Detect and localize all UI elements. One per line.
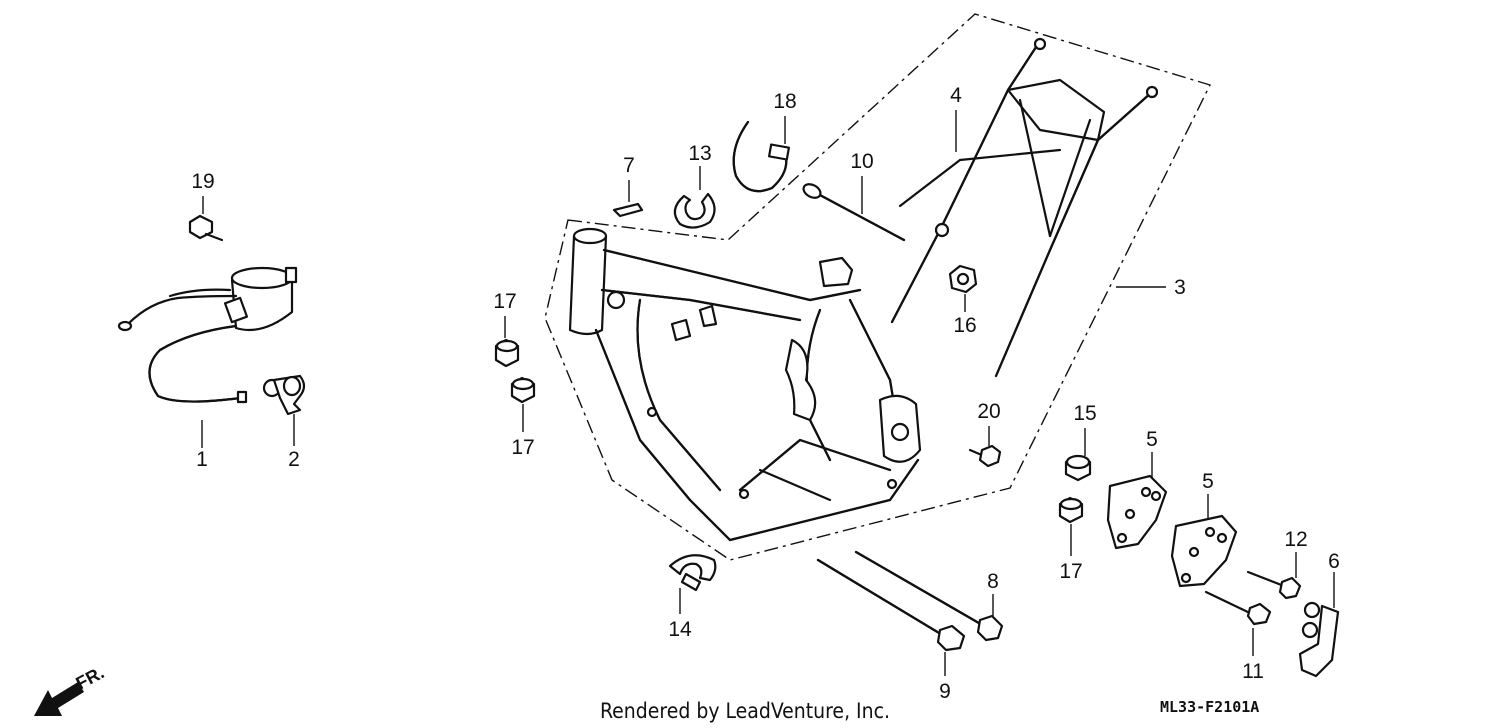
callout-9: 9 <box>939 680 951 703</box>
callout-1: 1 <box>196 448 208 471</box>
spark-plug-cap[interactable] <box>262 374 306 416</box>
bolt-8[interactable] <box>854 550 1004 642</box>
callout-18: 18 <box>773 90 796 113</box>
callout-6: 6 <box>1328 550 1340 573</box>
callout-4: 4 <box>950 84 962 107</box>
callout-7: 7 <box>623 154 635 177</box>
callout-17-lower: 17 <box>511 436 534 459</box>
leader-lines <box>201 110 1335 676</box>
arm-6[interactable] <box>1298 601 1340 678</box>
rendered-by-credit: Rendered by LeadVenture, Inc. <box>600 699 890 723</box>
ignition-coil[interactable] <box>117 266 298 404</box>
callout-20: 20 <box>977 400 1000 423</box>
callout-10: 10 <box>850 150 873 173</box>
assembly-boundary <box>544 13 1211 561</box>
callout-15: 15 <box>1073 402 1096 425</box>
callout-17-right: 17 <box>1059 560 1082 583</box>
callout-13: 13 <box>688 142 711 165</box>
sub-frame-4[interactable] <box>890 37 1159 378</box>
collar-17-upper[interactable] <box>494 338 520 368</box>
bolt-10[interactable] <box>801 181 906 242</box>
main-frame-3[interactable] <box>568 227 922 542</box>
callout-3: 3 <box>1174 276 1186 299</box>
collar-17-lower[interactable] <box>510 376 536 404</box>
band-18[interactable] <box>732 120 791 193</box>
callout-14: 14 <box>668 618 692 641</box>
collar-17-right[interactable] <box>1058 496 1084 524</box>
callout-12: 12 <box>1284 528 1307 551</box>
bolt-20[interactable] <box>968 444 1002 468</box>
callout-16: 16 <box>953 314 976 337</box>
callout-8: 8 <box>987 570 999 593</box>
callout-19: 19 <box>191 170 214 193</box>
callout-11: 11 <box>1242 660 1264 683</box>
callout-17-upper: 17 <box>493 290 516 313</box>
front-arrow-icon <box>34 682 84 716</box>
clamp-14[interactable] <box>668 554 717 592</box>
bolt-19[interactable] <box>188 214 224 242</box>
bolt-12[interactable] <box>1246 570 1302 600</box>
collar-15[interactable] <box>1064 454 1092 482</box>
callout-5-right: 5 <box>1202 470 1214 493</box>
bolt-11[interactable] <box>1204 590 1272 626</box>
nut-16[interactable] <box>948 264 978 294</box>
clamp-13[interactable] <box>673 192 716 229</box>
engine-hanger-5-left[interactable] <box>1106 474 1168 550</box>
bolt-9[interactable] <box>816 558 966 652</box>
pad-7[interactable] <box>612 202 644 218</box>
diagram-code: ML33-F2101A <box>1160 698 1259 716</box>
callout-5-left: 5 <box>1146 428 1158 451</box>
engine-hanger-5-right[interactable] <box>1170 514 1238 588</box>
callout-2: 2 <box>288 448 300 471</box>
callout-labels: 1 2 3 4 5 5 6 7 8 9 10 11 12 13 14 15 16… <box>191 84 1340 703</box>
front-direction-indicator: FR. <box>34 662 107 716</box>
